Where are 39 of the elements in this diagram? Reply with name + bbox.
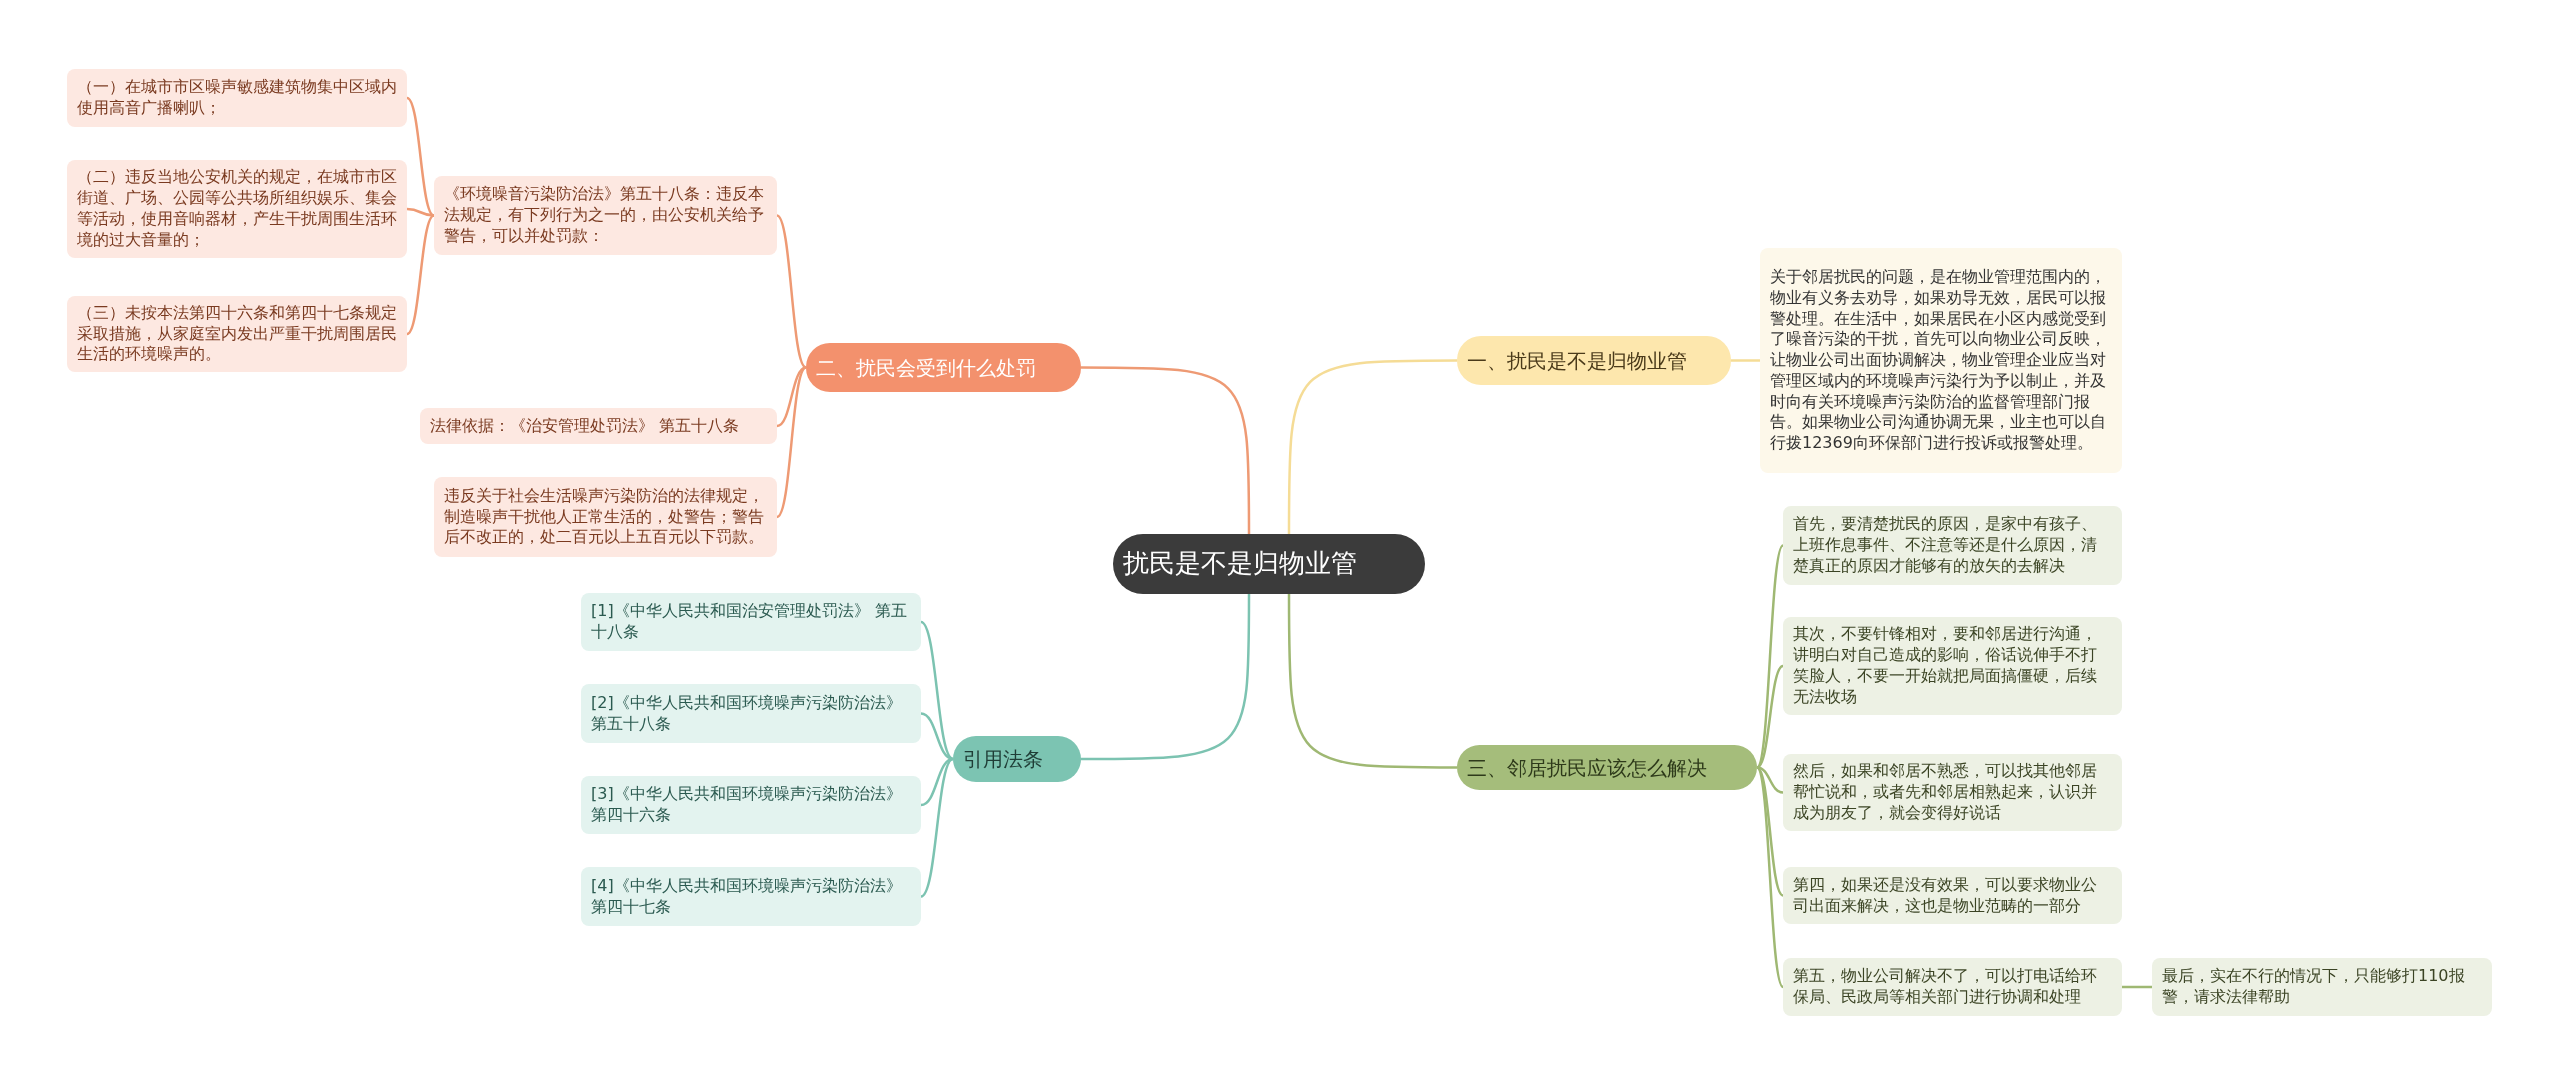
central-topic: 扰民是不是归物业管: [1113, 534, 1425, 594]
branch-topic: 一、扰民是不是归物业管: [1457, 336, 1731, 385]
connector: [1756, 766, 1784, 794]
detail-box: （二）违反当地公安机关的规定，在城市市区街道、广场、公园等公共场所组织娱乐、集会等活动，使用音响器材，产生干扰周围生活环境的过大音量的；: [67, 160, 407, 258]
detail-box: （三）未按本法第四十六条和第四十七条规定采取措施，从家庭室内发出严重干扰周围居民生活的环境噪声的。: [67, 296, 407, 372]
connector: [920, 621, 954, 760]
connector: [1756, 664, 1784, 769]
connector: [1081, 366, 1251, 534]
branch-topic: 二、扰民会受到什么处罚: [806, 343, 1081, 392]
detail-box: （一）在城市市区噪声敏感建筑物集中区域内使用高音广播喇叭；: [67, 69, 407, 127]
branch-topic: 引用法条: [953, 736, 1081, 782]
connector: [1287, 359, 1457, 534]
detail-box: 违反关于社会生活噪声污染防治的法律规定，制造噪声干扰他人正常生活的，处警告；警告后不改正的，处二百元以上五百元以下罚款。: [434, 477, 777, 557]
connector: [920, 758, 954, 898]
connector: [1081, 594, 1251, 761]
connector: [1755, 766, 1785, 988]
branch-topic: 三、邻居扰民应该怎么解决: [1457, 745, 1757, 790]
detail-box: 然后，如果和邻居不熟悉，可以找其他邻居帮忙说和，或者先和邻居相熟起来，认识并成为朋友了，就会变得好说话: [1783, 754, 2122, 831]
connector: [2122, 985, 2152, 989]
detail-box: [1]《中华人民共和国治安管理处罚法》 第五十八条: [581, 593, 921, 651]
detail-box: 关于邻居扰民的问题，是在物业管理范围内的，物业有义务去劝导，如果劝导无效，居民可以报警处理。在生活中，如果居民在小区内感觉受到了噪音污染的干扰，首先可以向物业公司反映，让物业公司出面协调解决，物业管理企业应当对管理区域内的环境噪声污染行为予以制止，并及时向有关环境噪声污染防治的监督管理部门报告。如果物业公司沟通协调无果，业主也可以自行拨12369向环保部门进行投诉或报警处理。: [1760, 248, 2122, 473]
connector: [776, 214, 807, 369]
detail-box: [3]《中华人民共和国环境噪声污染防治法》第四十六条: [581, 776, 921, 834]
connector: [1731, 359, 1760, 362]
connector: [406, 214, 435, 335]
detail-box: 最后，实在不行的情况下，只能够打110报警，请求法律帮助: [2152, 958, 2492, 1016]
connector: [920, 757, 954, 807]
detail-box: [4]《中华人民共和国环境噪声污染防治法》第四十七条: [581, 867, 921, 926]
connector: [1287, 594, 1457, 769]
detail-box: 首先，要清楚扰民的原因，是家中有孩子、上班作息事件、不注意等还是什么原因，清楚真正的原因才能够有的放矢的去解决: [1783, 506, 2122, 585]
connector: [406, 97, 435, 217]
detail-box: 《环境噪音污染防治法》第五十八条：违反本法规定，有下列行为之一的，由公安机关给予警告，可以并处罚款：: [434, 176, 777, 255]
detail-box: 法律依据：《治安管理处罚法》 第五十八条: [420, 408, 777, 444]
detail-box: [2]《中华人民共和国环境噪声污染防治法》第五十八条: [581, 684, 921, 743]
connector: [406, 207, 435, 217]
detail-box: 第五，物业公司解决不了，可以打电话给环保局、民政局等相关部门进行协调和处理: [1783, 958, 2122, 1016]
connector: [776, 366, 807, 518]
detail-box: 其次，不要针锋相对，要和邻居进行沟通，讲明白对自己造成的影响，俗话说伸手不打笑脸人，不要一开始就把局面搞僵硬，后续无法收场: [1783, 617, 2122, 715]
detail-box: 第四，如果还是没有效果，可以要求物业公司出面来解决，这也是物业范畴的一部分: [1783, 867, 2122, 924]
